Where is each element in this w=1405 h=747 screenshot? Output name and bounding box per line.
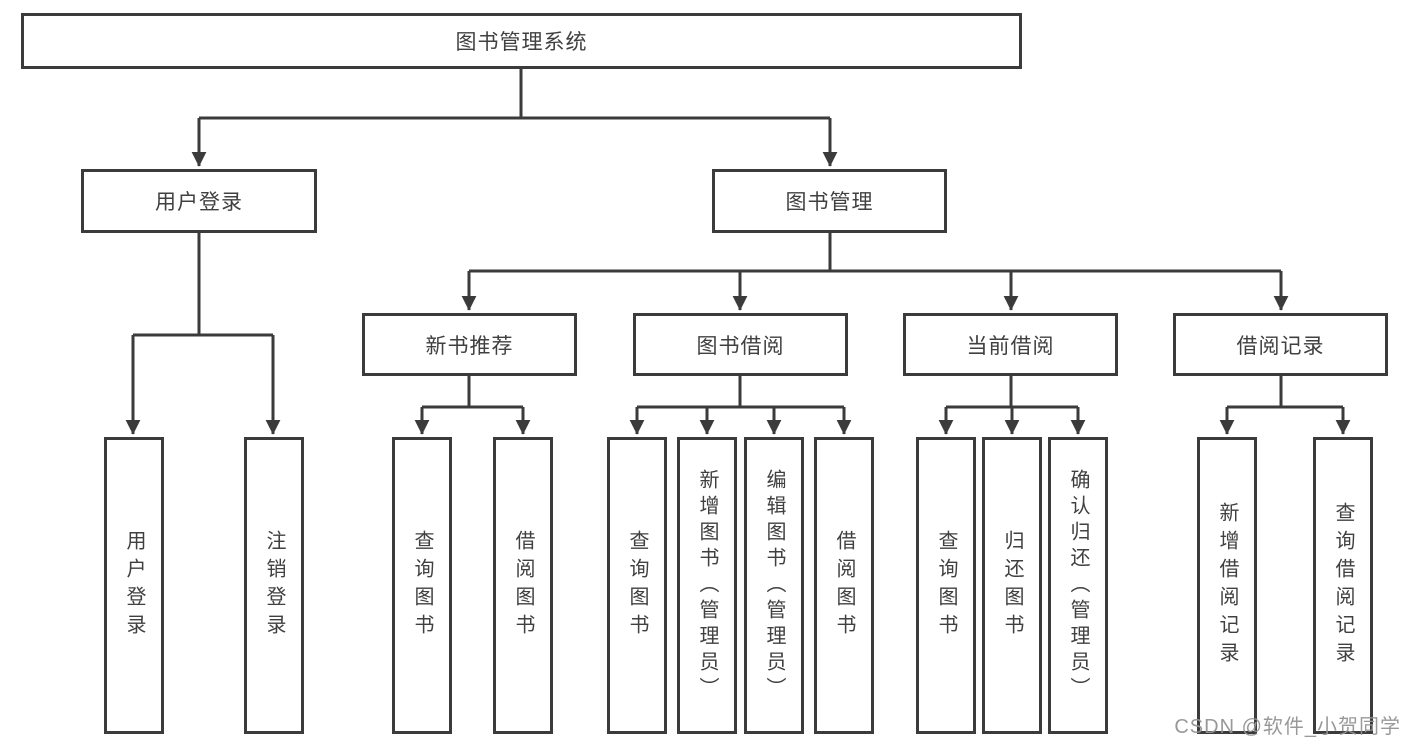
leaf-return-books: 归还图书 <box>982 437 1042 734</box>
node-borrow-records: 借阅记录 <box>1173 313 1388 376</box>
leaf-query-books-recommend: 查询图书 <box>392 437 452 734</box>
leaf-query-books-borrow: 查询图书 <box>607 437 667 734</box>
leaf-label: 查询图书 <box>411 529 433 642</box>
node-book-management: 图书管理 <box>712 169 947 233</box>
leaf-add-books-admin: 新增图书（管理员） <box>677 437 737 734</box>
node-book-borrow: 图书借阅 <box>633 313 848 376</box>
leaf-user-login: 用户登录 <box>104 437 164 734</box>
leaf-label: 注销登录 <box>263 529 285 642</box>
leaf-label: 新增借阅记录 <box>1216 501 1238 670</box>
node-new-book-recommend: 新书推荐 <box>362 313 577 376</box>
leaf-label: 查询图书 <box>935 529 957 642</box>
node-user-login: 用户登录 <box>81 169 317 233</box>
leaf-label: 确认归还（管理员） <box>1067 468 1089 703</box>
leaf-logout: 注销登录 <box>244 437 304 734</box>
leaf-borrow-books: 借阅图书 <box>814 437 874 734</box>
leaf-label: 新增图书（管理员） <box>696 468 718 703</box>
leaf-add-borrow-record: 新增借阅记录 <box>1197 437 1257 734</box>
leaf-label: 借阅图书 <box>833 529 855 642</box>
connector-rails <box>133 69 1343 409</box>
leaf-query-books-current: 查询图书 <box>916 437 976 734</box>
leaf-query-borrow-record: 查询借阅记录 <box>1313 437 1373 734</box>
node-library-system: 图书管理系统 <box>21 13 1022 69</box>
leaf-label: 借阅图书 <box>512 529 534 642</box>
leaf-edit-books-admin: 编辑图书（管理员） <box>744 437 804 734</box>
leaf-borrow-books-recommend: 借阅图书 <box>493 437 553 734</box>
leaf-confirm-return-admin: 确认归还（管理员） <box>1048 437 1108 734</box>
leaf-label: 查询借阅记录 <box>1332 501 1354 670</box>
leaf-label: 查询图书 <box>626 529 648 642</box>
leaf-label: 编辑图书（管理员） <box>763 468 785 703</box>
csdn-watermark: CSDN @软件_小贺同学 <box>1174 716 1401 738</box>
leaf-label: 用户登录 <box>123 529 145 642</box>
node-current-borrow: 当前借阅 <box>903 313 1118 376</box>
leaf-label: 归还图书 <box>1001 529 1023 642</box>
